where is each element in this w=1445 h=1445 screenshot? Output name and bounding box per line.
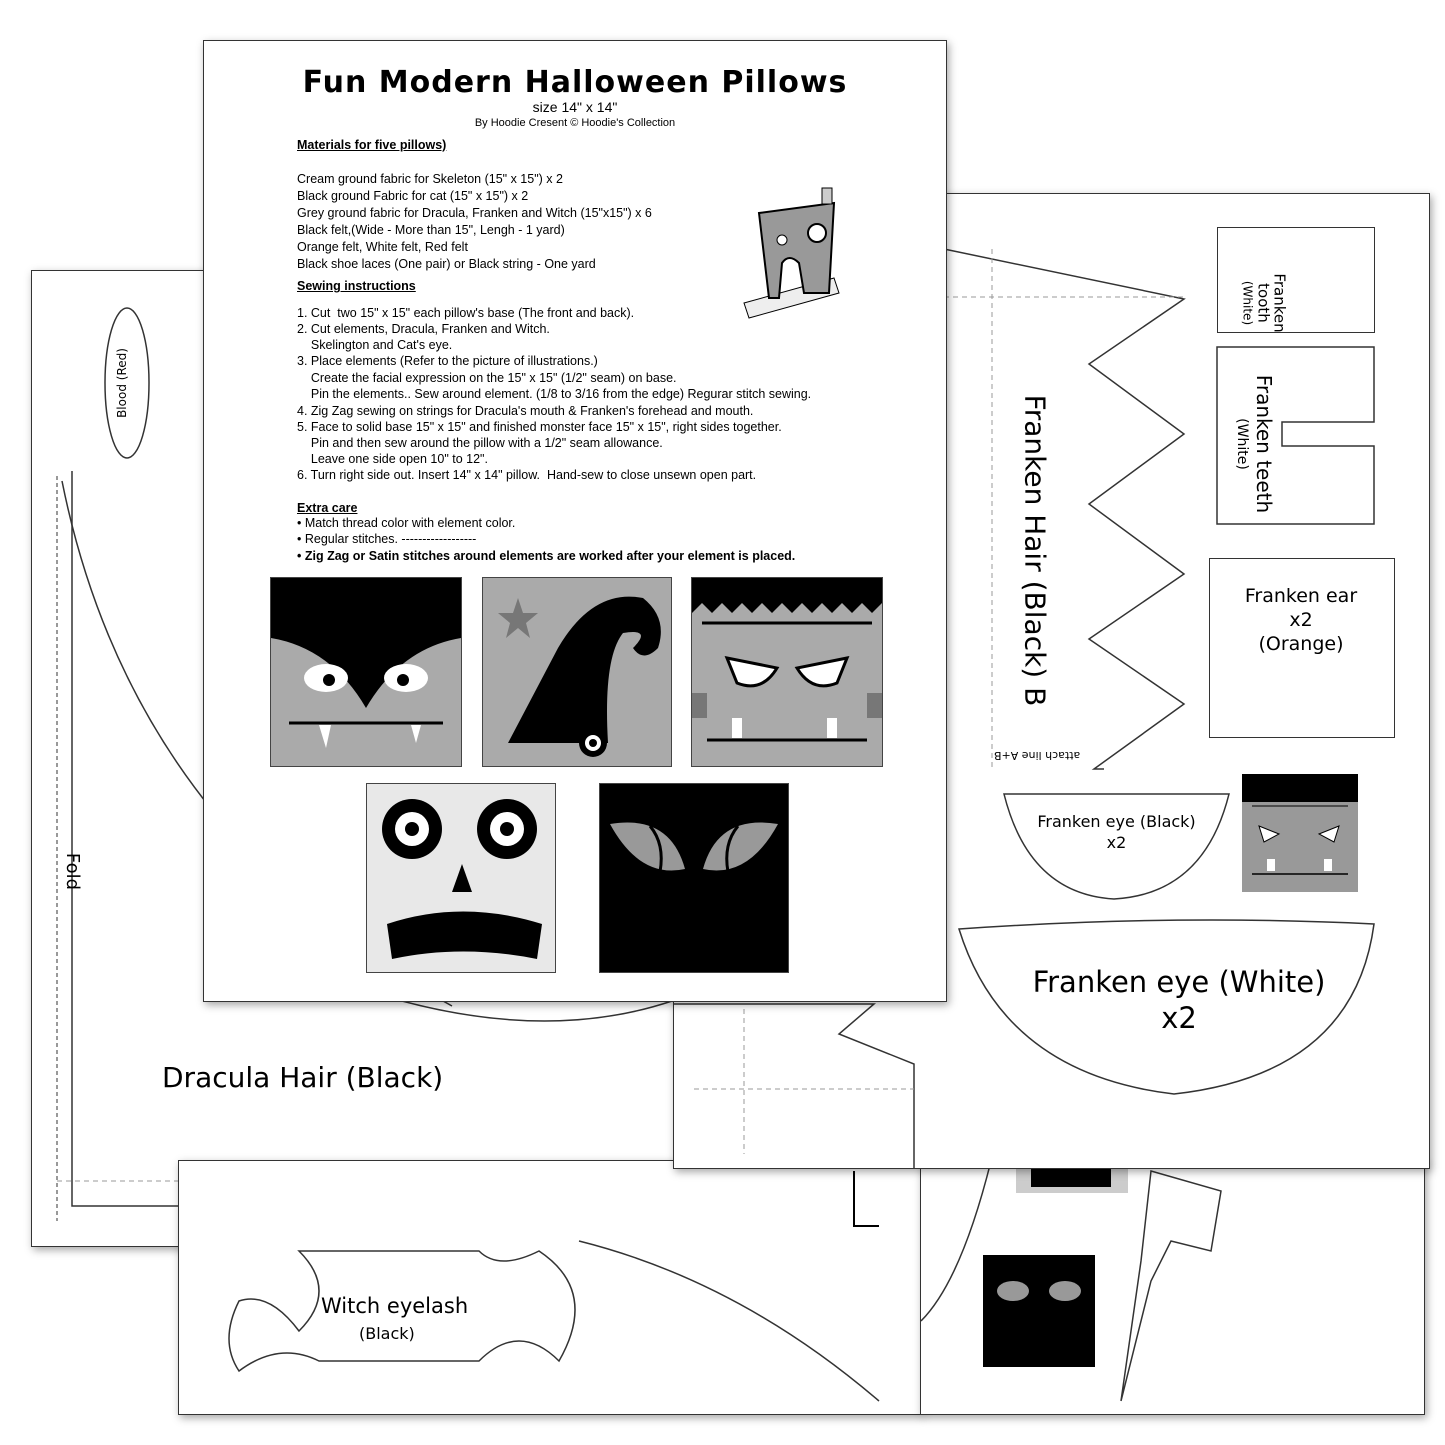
ear-line: (Orange) (1258, 633, 1344, 655)
franken-eye-black-label: Franken eye (Black) x2 (1009, 811, 1224, 853)
material-item: Grey ground fabric for Dracula, Franken … (297, 206, 652, 220)
material-item: Orange felt, White felt, Red felt (297, 240, 468, 254)
witch-pillow-image (482, 577, 672, 767)
franken-eye-white-label: Franken eye (White)x2 (1004, 964, 1354, 1036)
cat-pattern-sheet (920, 1160, 1425, 1415)
witch-eyelash-color: (Black) (359, 1324, 415, 1343)
eye-white-line: x2 (1161, 1001, 1197, 1035)
witch-eyelash-shape (228, 1171, 880, 1402)
sewing-step: 6. Turn right side out. Insert 14" x 14"… (297, 468, 757, 482)
sewing-step: 5. Face to solid base 15" x 15" and fini… (297, 420, 782, 434)
franken-hair-shape (674, 248, 1394, 1168)
sewing-step: Leave one side open 10" to 12". (297, 452, 488, 466)
ear-line: x2 (1289, 609, 1313, 631)
sewing-step: 3. Place elements (Refer to the picture … (297, 354, 598, 368)
franken-hair-label: Franken Hair (Black) B (1018, 394, 1052, 707)
materials-heading: Materials for five pillows) (297, 138, 447, 152)
sewing-step: Pin the elements.. Sew around element. (… (297, 387, 812, 401)
eye-white-line: Franken eye (White) (1032, 965, 1326, 999)
blood-label: Blood (Red) (114, 348, 129, 418)
witch-pattern-sheet: Witch eyelash (Black) (178, 1160, 922, 1415)
sewing-step: 4. Zig Zag sewing on strings for Dracula… (297, 404, 754, 418)
care-item: • Match thread color with element color. (297, 516, 516, 530)
franken-ear-piece (1209, 558, 1395, 738)
dracula-pillow-image (270, 577, 462, 767)
teeth-line: Franken teeth (1252, 374, 1277, 514)
sewing-step: Create the facial expression on the 15" … (297, 371, 677, 385)
tooth-line: tooth (1254, 283, 1273, 323)
care-item: • Zig Zag or Satin stitches around eleme… (297, 549, 796, 563)
sewing-step: 1. Cut two 15" x 15" each pillow's base … (297, 306, 635, 320)
care-item: • Regular stitches. ------------------ (297, 532, 477, 546)
eye-black-line: Franken eye (Black) (1037, 812, 1196, 831)
fold-label: Fold (62, 852, 84, 891)
material-item: Black felt,(Wide - More than 15", Lengh … (297, 223, 565, 237)
instruction-sheet: Fun Modern Halloween Pillows size 14" x … (203, 40, 947, 1002)
witch-eyelash-label: Witch eyelash (321, 1294, 469, 1318)
care-heading: Extra care (297, 501, 358, 515)
dracula-hair-label: Dracula Hair (Black) (162, 1061, 444, 1094)
sewing-heading: Sewing instructions (297, 279, 416, 293)
tooth-line: Franken (1270, 273, 1289, 333)
teeth-line: (White) (1234, 418, 1251, 470)
sewing-step: Pin and then sew around the pillow with … (297, 436, 663, 450)
tooth-line: (White) (1240, 280, 1255, 326)
material-item: Black ground Fabric for cat (15" x 15") … (297, 189, 529, 203)
pattern-title: Fun Modern Halloween Pillows (302, 65, 848, 100)
pattern-shapes (921, 1161, 1222, 1402)
franken-pattern-sheet: Franken Hair (Black) B attach line A+B F… (673, 193, 1430, 1169)
franken-pillow-image (691, 577, 883, 767)
pattern-size: size 14" x 14" (532, 99, 618, 115)
ear-line: Franken ear (1244, 585, 1358, 607)
sewing-machine-illustration (743, 187, 840, 319)
sewing-step: Skelington and Cat's eye. (297, 338, 453, 352)
eye-black-line: x2 (1106, 833, 1127, 852)
material-item: Cream ground fabric for Skeleton (15" x … (297, 172, 563, 186)
skeleton-pillow-image (366, 783, 556, 973)
cat-pillow-image (599, 783, 789, 973)
sewing-step: 2. Cut elements, Dracula, Franken and Wi… (297, 322, 550, 336)
franken-tooth-piece (1217, 227, 1375, 333)
franken-teeth-label: Franken teeth(White) (1231, 374, 1277, 514)
pattern-byline: By Hoodie Cresent © Hoodie's Collection (474, 117, 676, 129)
attach-line-label: attach line A+B (994, 749, 1081, 762)
material-item: Black shoe laces (One pair) or Black str… (297, 257, 596, 271)
